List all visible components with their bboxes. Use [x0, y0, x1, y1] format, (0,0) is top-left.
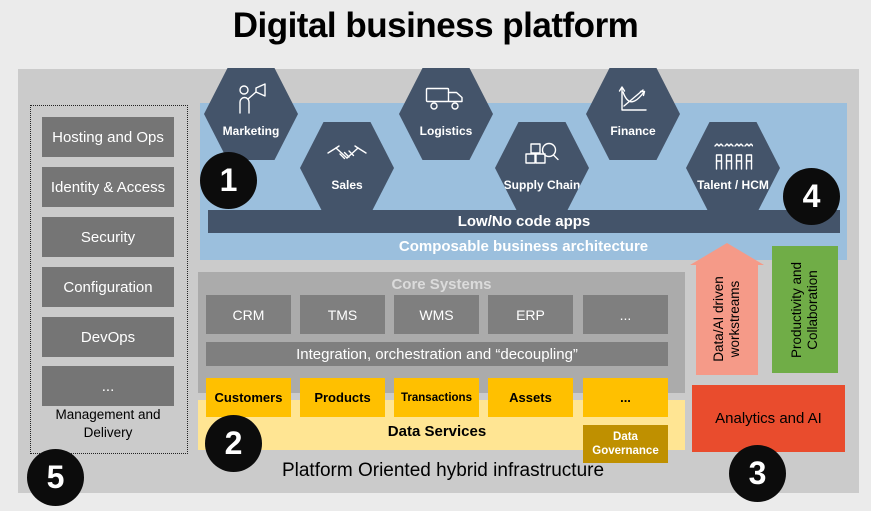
- core-box-wms: WMS: [394, 295, 479, 334]
- productivity-box: [772, 246, 838, 373]
- integration-bar: Integration, orchestration and “decoupli…: [206, 342, 668, 366]
- hexagon-label: Talent / HCM: [697, 178, 769, 192]
- megaphone-icon: [233, 81, 269, 122]
- workstreams-label: Data/AI driven workstreams: [710, 276, 742, 362]
- infrastructure-label: Platform Oriented hybrid infrastructure: [281, 460, 605, 481]
- hexagon-label: Logistics: [419, 124, 473, 138]
- badge-4: 4: [783, 168, 840, 225]
- low-no-code-bar: Low/No code apps: [208, 210, 840, 233]
- badge-3: 3: [729, 445, 786, 502]
- hexagon-label: Supply Chain: [503, 178, 581, 192]
- analytics-ai-box: Analytics and AI: [692, 385, 845, 452]
- core-box-crm: CRM: [206, 295, 291, 334]
- handshake-icon: [327, 144, 367, 175]
- management-delivery-label: Management and Delivery: [55, 407, 161, 440]
- page-title: Digital business platform: [232, 6, 639, 45]
- truck-icon: [425, 86, 467, 117]
- sidebar-item-hosting: Hosting and Ops: [42, 117, 174, 157]
- core-box-tms: TMS: [300, 295, 385, 334]
- core-box-more: ...: [583, 295, 668, 334]
- people-icon: [713, 142, 754, 175]
- data-services-label: Data Services: [387, 423, 487, 440]
- badge-1: 1: [200, 152, 257, 209]
- sidebar-item-configuration: Configuration: [42, 267, 174, 307]
- data-box-transactions: Transactions: [394, 378, 479, 417]
- hexagon-finance: Finance: [586, 68, 680, 160]
- sidebar-item-more: ...: [42, 366, 174, 406]
- sidebar-item-security: Security: [42, 217, 174, 257]
- sidebar-item-devops: DevOps: [42, 317, 174, 357]
- hexagon-talent: Talent / HCM: [686, 122, 780, 214]
- core-box-erp: ERP: [488, 295, 573, 334]
- data-box-products: Products: [300, 378, 385, 417]
- data-box-more: ...: [583, 378, 668, 417]
- badge-2: 2: [205, 415, 262, 472]
- sidebar-item-identity: Identity & Access: [42, 167, 174, 207]
- data-governance-box: Data Governance: [583, 425, 668, 463]
- core-systems-title: Core Systems: [391, 276, 492, 293]
- workstreams-up-arrow: [690, 243, 764, 375]
- hexagon-label: Finance: [610, 124, 656, 138]
- hexagon-label: Sales: [331, 178, 363, 192]
- composable-architecture-label: Composable business architecture: [398, 238, 649, 255]
- productivity-label: Productivity and Collaboration: [788, 261, 820, 359]
- data-box-customers: Customers: [206, 378, 291, 417]
- data-box-assets: Assets: [488, 378, 573, 417]
- management-delivery-group: [30, 105, 188, 454]
- inventory-search-icon: [523, 138, 561, 173]
- hexagon-label: Marketing: [222, 124, 280, 138]
- badge-5: 5: [27, 449, 84, 506]
- chart-icon: [616, 82, 650, 121]
